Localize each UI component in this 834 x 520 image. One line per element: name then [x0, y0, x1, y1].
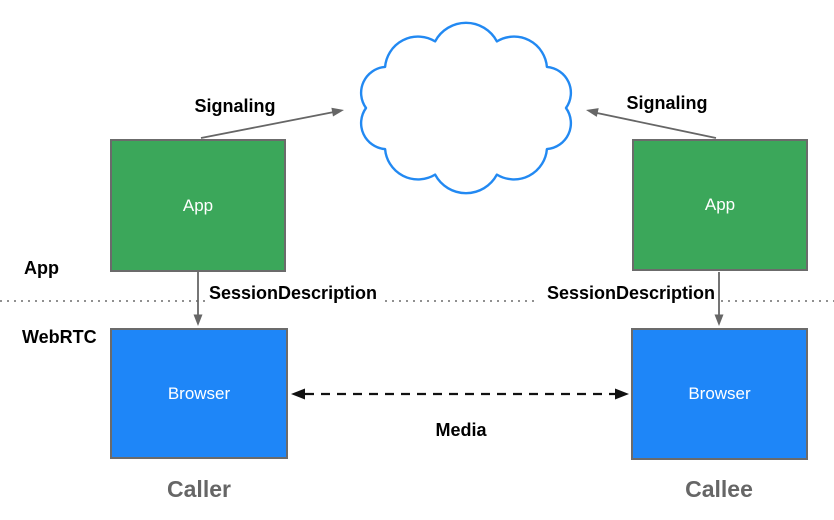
signaling-arrow-caller: [200, 107, 344, 139]
app-box-callee-label: App: [704, 195, 736, 214]
browser-box-caller-label: Browser: [167, 383, 231, 403]
signaling-arrow-callee: [586, 108, 717, 139]
signaling-label-callee: Signaling: [626, 93, 708, 113]
callee-name-label: Callee: [685, 476, 753, 502]
signaling-label-caller: Signaling: [194, 96, 276, 116]
caller-name-label: Caller: [167, 476, 231, 502]
media-label: Media: [435, 420, 487, 440]
session-description-arrow-caller: [193, 272, 203, 326]
app-box-callee: App: [632, 139, 808, 271]
layer-label-app: App: [24, 258, 59, 278]
media-arrow: [291, 388, 629, 400]
session-description-label-caller: SessionDescription: [206, 282, 381, 304]
app-box-caller-label: App: [182, 195, 214, 215]
signaling-cloud-shape: [359, 21, 573, 195]
app-box-caller: App: [110, 139, 286, 272]
layer-label-webrtc: WebRTC: [22, 327, 97, 347]
browser-box-caller: Browser: [110, 328, 288, 459]
session-description-arrow-callee: [714, 272, 724, 326]
session-description-label-callee: SessionDescription: [534, 282, 718, 304]
browser-box-callee-label: Browser: [688, 384, 751, 403]
browser-box-callee: Browser: [631, 328, 808, 460]
